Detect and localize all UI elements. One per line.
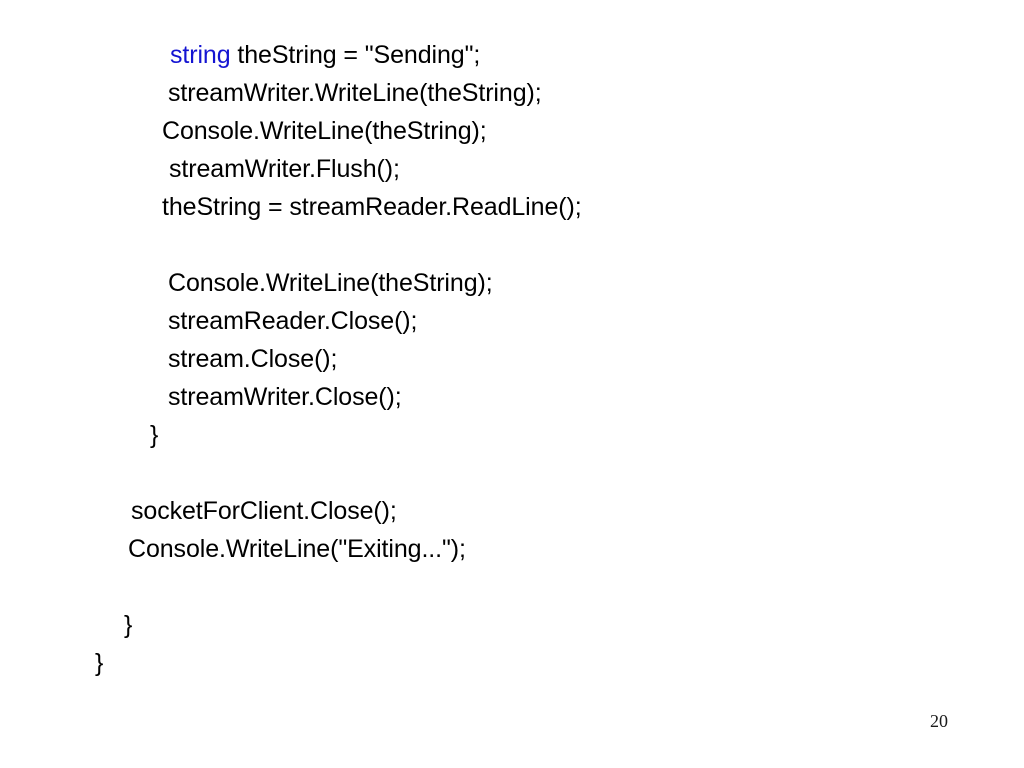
- code-text: theString = "Sending";: [230, 41, 481, 69]
- code-line: streamReader.Close();: [0, 302, 1024, 340]
- code-text: theString = streamReader.ReadLine();: [162, 193, 582, 221]
- code-text: }: [150, 421, 159, 449]
- code-line: streamWriter.Close();: [0, 378, 1024, 416]
- code-line: stream.Close();: [0, 340, 1024, 378]
- code-text: }: [124, 611, 133, 639]
- code-line: streamWriter.WriteLine(theString);: [0, 74, 1024, 112]
- code-line: Console.WriteLine(theString);: [0, 264, 1024, 302]
- code-text: streamWriter.Flush();: [169, 155, 400, 183]
- code-line-blank: [0, 454, 1024, 492]
- page-number: 20: [930, 711, 948, 731]
- code-line: }: [0, 416, 1024, 454]
- code-text: stream.Close();: [168, 345, 338, 373]
- code-text: streamWriter.WriteLine(theString);: [168, 79, 542, 107]
- code-text: streamReader.Close();: [168, 307, 418, 335]
- code-line: string theString = "Sending";: [0, 36, 1024, 74]
- code-line-blank: [0, 226, 1024, 264]
- code-line-blank: [0, 568, 1024, 606]
- code-line: theString = streamReader.ReadLine();: [0, 188, 1024, 226]
- code-text: Console.WriteLine(theString);: [168, 269, 493, 297]
- code-line: socketForClient.Close();: [0, 492, 1024, 530]
- code-line: Console.WriteLine(theString);: [0, 112, 1024, 150]
- code-keyword: string: [170, 41, 231, 69]
- code-line: streamWriter.Flush();: [0, 150, 1024, 188]
- code-text: Console.WriteLine(theString);: [162, 117, 487, 145]
- code-line: }: [0, 606, 1024, 644]
- code-text: Console.WriteLine("Exiting...");: [128, 535, 466, 563]
- code-text: }: [95, 649, 104, 677]
- code-text: socketForClient.Close();: [131, 497, 397, 525]
- code-block: string theString = "Sending"; streamWrite…: [0, 36, 1024, 682]
- code-text: streamWriter.Close();: [168, 383, 402, 411]
- code-line: Console.WriteLine("Exiting...");: [0, 530, 1024, 568]
- code-line: }: [0, 644, 1024, 682]
